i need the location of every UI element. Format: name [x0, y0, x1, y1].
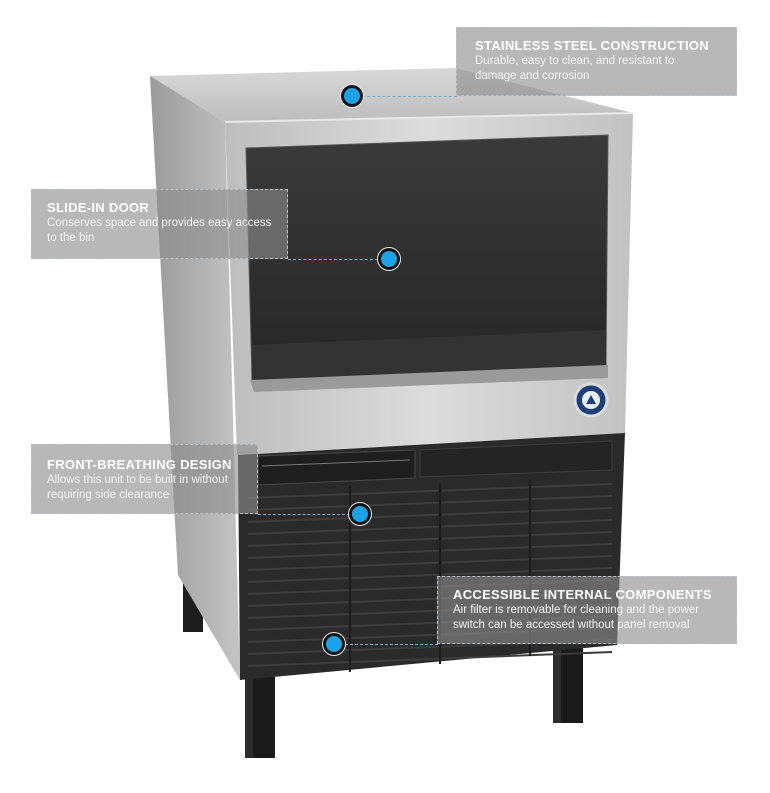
marker-components [323, 633, 345, 655]
callout-body: Air filter is removable for cleaning and… [453, 604, 700, 631]
leader-line-breathing [258, 514, 350, 515]
marker-door [378, 248, 400, 270]
callout-title: STAINLESS STEEL CONSTRUCTION [475, 38, 709, 53]
callout-body: Durable, easy to clean, and resistant to… [475, 55, 675, 82]
callout-internal-components: ACCESSIBLE INTERNAL COMPONENTS Air filte… [437, 576, 737, 644]
brand-logo-icon [573, 382, 609, 418]
callout-title: SLIDE-IN DOOR [47, 200, 150, 215]
leader-line-components [345, 644, 438, 645]
leader-line-steel [362, 96, 457, 97]
slide-in-door [245, 134, 609, 392]
marker-breathing [349, 503, 371, 525]
callout-body: Conserves space and provides easy access… [47, 217, 272, 244]
callout-body: Allows this unit to be built in without … [47, 474, 228, 501]
leg-front-right [553, 643, 583, 723]
callout-stainless-steel: STAINLESS STEEL CONSTRUCTION Durable, ea… [456, 27, 737, 96]
callout-front-breathing: FRONT-BREATHING DESIGN Allows this unit … [31, 444, 258, 514]
leg-front-left [245, 672, 275, 758]
leader-line-door [288, 259, 378, 260]
cabinet-top [150, 68, 633, 122]
marker-steel [341, 85, 363, 107]
cabinet-side [150, 76, 240, 680]
callout-title: FRONT-BREATHING DESIGN [47, 457, 232, 472]
callout-title: ACCESSIBLE INTERNAL COMPONENTS [453, 587, 712, 602]
callout-slide-in-door: SLIDE-IN DOOR Conserves space and provid… [31, 189, 288, 259]
